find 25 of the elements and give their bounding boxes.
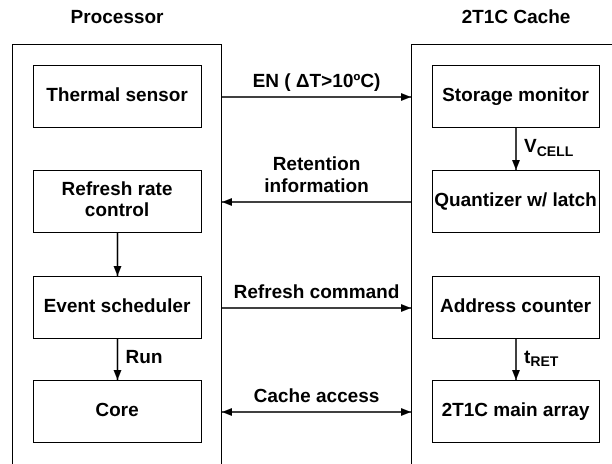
arrow: [222, 408, 411, 416]
arrow: [512, 339, 520, 380]
process-box: Quantizer w/ latch: [432, 170, 600, 232]
panel-heading: Processor: [70, 6, 164, 30]
edge-label: t$_{RET}$: [524, 348, 558, 366]
edge-label: Retention information: [263, 154, 370, 198]
edge-label: Cache access: [252, 386, 380, 408]
arrow: [222, 304, 411, 312]
process-box: Address counter: [432, 276, 600, 338]
process-box: Core: [32, 380, 202, 442]
panel-heading: 2T1C Cache: [460, 6, 572, 30]
process-box: Thermal sensor: [32, 64, 202, 128]
arrow: [512, 128, 520, 170]
process-box: Storage monitor: [432, 64, 600, 128]
arrow: [222, 93, 411, 101]
process-box: Event scheduler: [32, 276, 202, 338]
arrow: [222, 198, 411, 206]
arrow: [114, 339, 122, 380]
edge-label: Refresh command: [232, 282, 400, 304]
edge-label: Run: [126, 348, 162, 366]
arrow: [114, 233, 122, 276]
process-box: Refresh rate control: [32, 170, 202, 232]
edge-label: EN ( ΔT>10ºC): [252, 71, 382, 93]
process-box: 2T1C main array: [432, 380, 600, 442]
edge-label: V$_{CELL}$: [524, 137, 574, 156]
